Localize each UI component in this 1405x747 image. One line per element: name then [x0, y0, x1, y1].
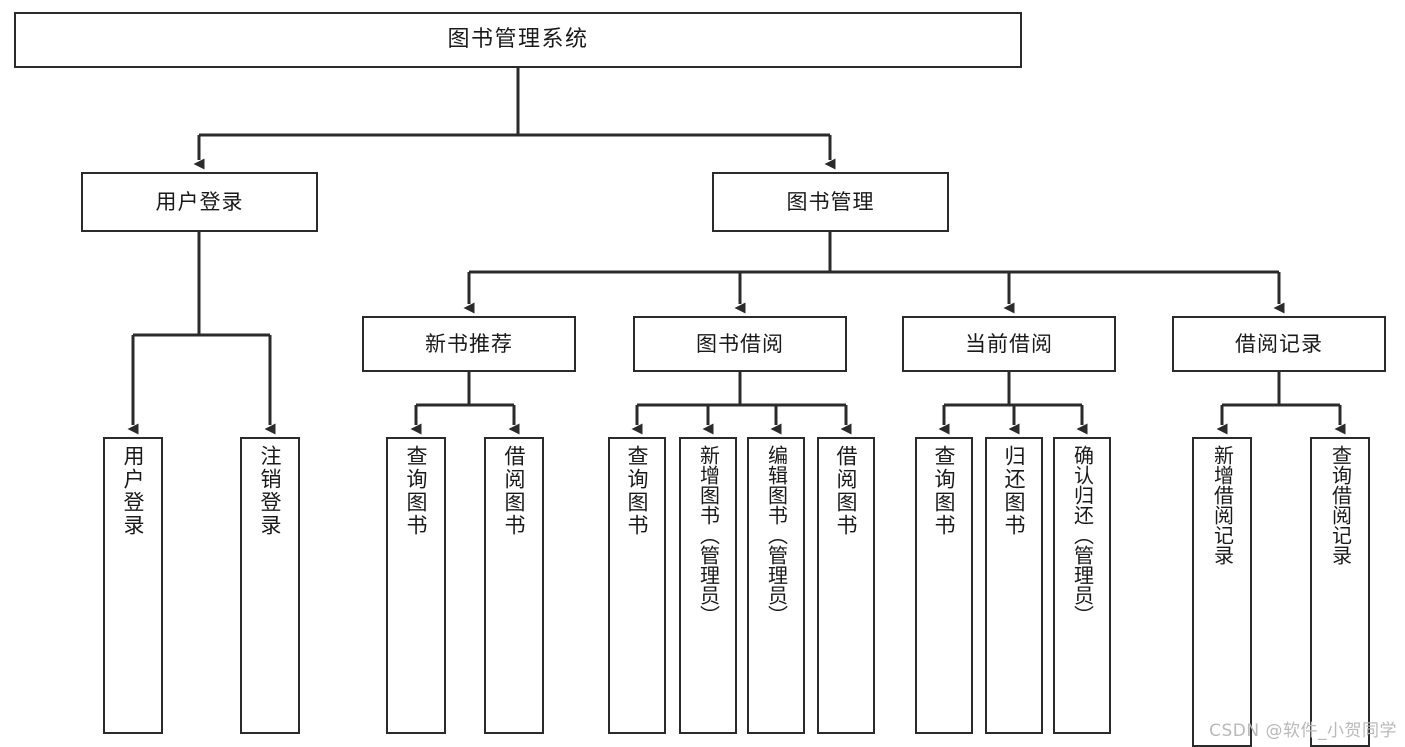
node-book-manage[interactable]: 图书管理 [712, 172, 949, 232]
csdn-watermark: CSDN @软件_小贺同学 [1209, 721, 1397, 741]
node-leaf-confirm-return[interactable]: 确认归还（管理员） [1053, 437, 1111, 734]
node-leaf-query-book-2[interactable]: 查询图书 [608, 437, 666, 734]
node-user-login-label: 用户登录 [155, 189, 244, 214]
node-leaf-edit-book-label: 编辑图书（管理员） [764, 445, 789, 625]
node-root-label: 图书管理系统 [447, 27, 589, 53]
node-leaf-add-book-label: 新增图书（管理员） [696, 445, 721, 625]
node-leaf-query-record-label: 查询借阅记录 [1328, 445, 1353, 565]
node-leaf-add-record-label: 新增借阅记录 [1210, 445, 1235, 565]
node-leaf-query-book-1[interactable]: 查询图书 [386, 437, 446, 734]
node-leaf-logout-label: 注销登录 [258, 445, 283, 537]
node-current-borrow-label: 当前借阅 [965, 331, 1053, 356]
node-leaf-add-record[interactable]: 新增借阅记录 [1192, 437, 1252, 747]
node-leaf-query-book-2-label: 查询图书 [625, 445, 650, 537]
node-book-borrow[interactable]: 图书借阅 [633, 316, 847, 372]
node-leaf-return-book-label: 归还图书 [1002, 445, 1027, 537]
node-leaf-confirm-return-label: 确认归还（管理员） [1070, 445, 1095, 625]
node-leaf-logout[interactable]: 注销登录 [240, 437, 300, 734]
node-leaf-user-login[interactable]: 用户登录 [103, 437, 163, 734]
node-new-book-rec-label: 新书推荐 [425, 331, 513, 356]
node-leaf-user-login-label: 用户登录 [121, 445, 146, 537]
node-new-book-rec[interactable]: 新书推荐 [362, 316, 576, 372]
node-borrow-record[interactable]: 借阅记录 [1172, 316, 1386, 372]
node-borrow-record-label: 借阅记录 [1235, 331, 1323, 356]
node-leaf-add-book[interactable]: 新增图书（管理员） [679, 437, 737, 734]
node-leaf-borrow-book-1[interactable]: 借阅图书 [484, 437, 544, 734]
node-leaf-edit-book[interactable]: 编辑图书（管理员） [747, 437, 805, 734]
node-book-manage-label: 图书管理 [786, 189, 875, 214]
node-user-login[interactable]: 用户登录 [81, 172, 318, 232]
node-leaf-borrow-book-2-label: 借阅图书 [834, 445, 859, 537]
node-leaf-query-book-1-label: 查询图书 [404, 445, 429, 537]
node-book-borrow-label: 图书借阅 [696, 331, 784, 356]
node-leaf-borrow-book-2[interactable]: 借阅图书 [817, 437, 875, 734]
node-leaf-borrow-book-1-label: 借阅图书 [502, 445, 527, 537]
node-leaf-return-book[interactable]: 归还图书 [985, 437, 1043, 734]
node-leaf-query-record[interactable]: 查询借阅记录 [1310, 437, 1370, 747]
node-current-borrow[interactable]: 当前借阅 [902, 316, 1116, 372]
node-root[interactable]: 图书管理系统 [14, 12, 1022, 68]
node-leaf-query-book-3[interactable]: 查询图书 [915, 437, 973, 734]
node-leaf-query-book-3-label: 查询图书 [932, 445, 957, 537]
